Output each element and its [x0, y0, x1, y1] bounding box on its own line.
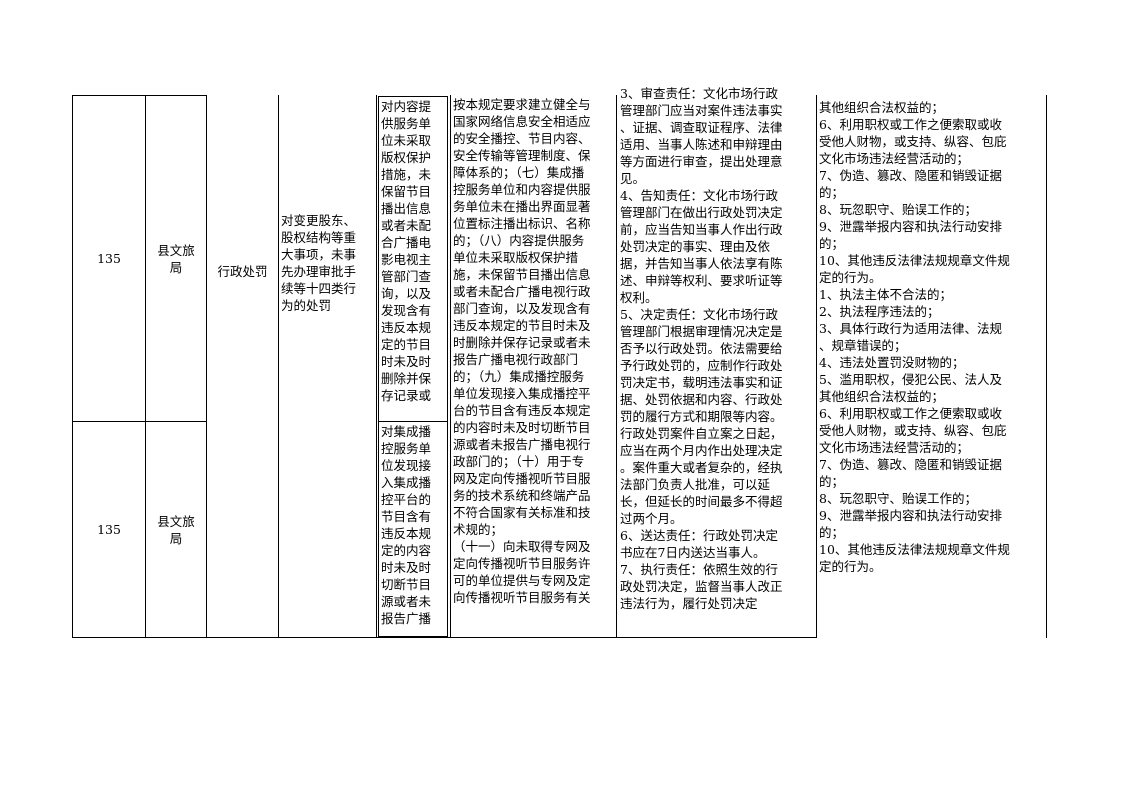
accountability-matters: 其他组织合法权益的； 6、利用职权或工作之便索取或收 受他人财物，或支持、纵容、…: [818, 96, 1046, 637]
accountability-text: 其他组织合法权益的； 6、利用职权或工作之便索取或收 受他人财物，或支持、纵容、…: [819, 100, 1010, 574]
item-name-text: 对变更股东、 股权结构等重 大事项，未事 先办理审批手 续等十四类行 为的处罚: [281, 213, 357, 313]
basis-subcell: 对内容提 供服务单 位未采取 版权保护 措施，未 保留节目 播出信息 或者未配 …: [378, 96, 448, 422]
department-text: 县文旅 局: [157, 242, 195, 275]
legal-basis-text: 按本规定要求建立健全与 国家网络信息安全相适应 的安全播控、节目内容、 安全传输…: [453, 97, 591, 605]
power-category-text: 行政处罚: [217, 263, 268, 279]
col-line: [450, 95, 451, 638]
col-line: [816, 95, 817, 638]
power-category: 行政处罚: [207, 96, 278, 446]
responsibility-text: 3、审查责任：文化市场行政 管理部门应当对案件违法事实 、证据、调查取证程序、法…: [620, 86, 783, 611]
col-line: [616, 95, 617, 638]
department: 县文旅 局: [146, 422, 206, 637]
col-line: [206, 95, 207, 638]
col-line: [1046, 95, 1047, 638]
department: 县文旅 局: [146, 96, 206, 421]
row-number-text: 135: [97, 522, 121, 537]
basis-subcell: 对集成播 控服务单 位发现接 入集成播 控平台的 节目含有 违反本规 定的内容 …: [378, 421, 448, 637]
row-number: 135: [73, 422, 145, 637]
row-number: 135: [73, 96, 145, 421]
responsibility-matters: 3、审查责任：文化市场行政 管理部门应当对案件违法事实 、证据、调查取证程序、法…: [618, 86, 816, 637]
legal-basis: 按本规定要求建立健全与 国家网络信息安全相适应 的安全播控、节目内容、 安全传输…: [453, 96, 616, 637]
col-line: [376, 95, 377, 638]
item-name: 对变更股东、 股权结构等重 大事项，未事 先办理审批手 续等十四类行 为的处罚: [281, 212, 375, 332]
col-line: [145, 95, 146, 638]
basis-subcell-text: 对内容提 供服务单 位未采取 版权保护 措施，未 保留节目 播出信息 或者未配 …: [381, 99, 432, 403]
col-line: [278, 95, 279, 638]
basis-subcell-text: 对集成播 控服务单 位发现接 入集成播 控平台的 节目含有 违反本规 定的内容 …: [381, 424, 432, 626]
table-bottom-border: [72, 637, 817, 638]
table-top-border-left: [72, 95, 206, 96]
col-line: [72, 95, 73, 638]
row-number-text: 135: [97, 251, 121, 266]
department-text: 县文旅 局: [157, 513, 195, 546]
row-divider: [72, 421, 206, 422]
